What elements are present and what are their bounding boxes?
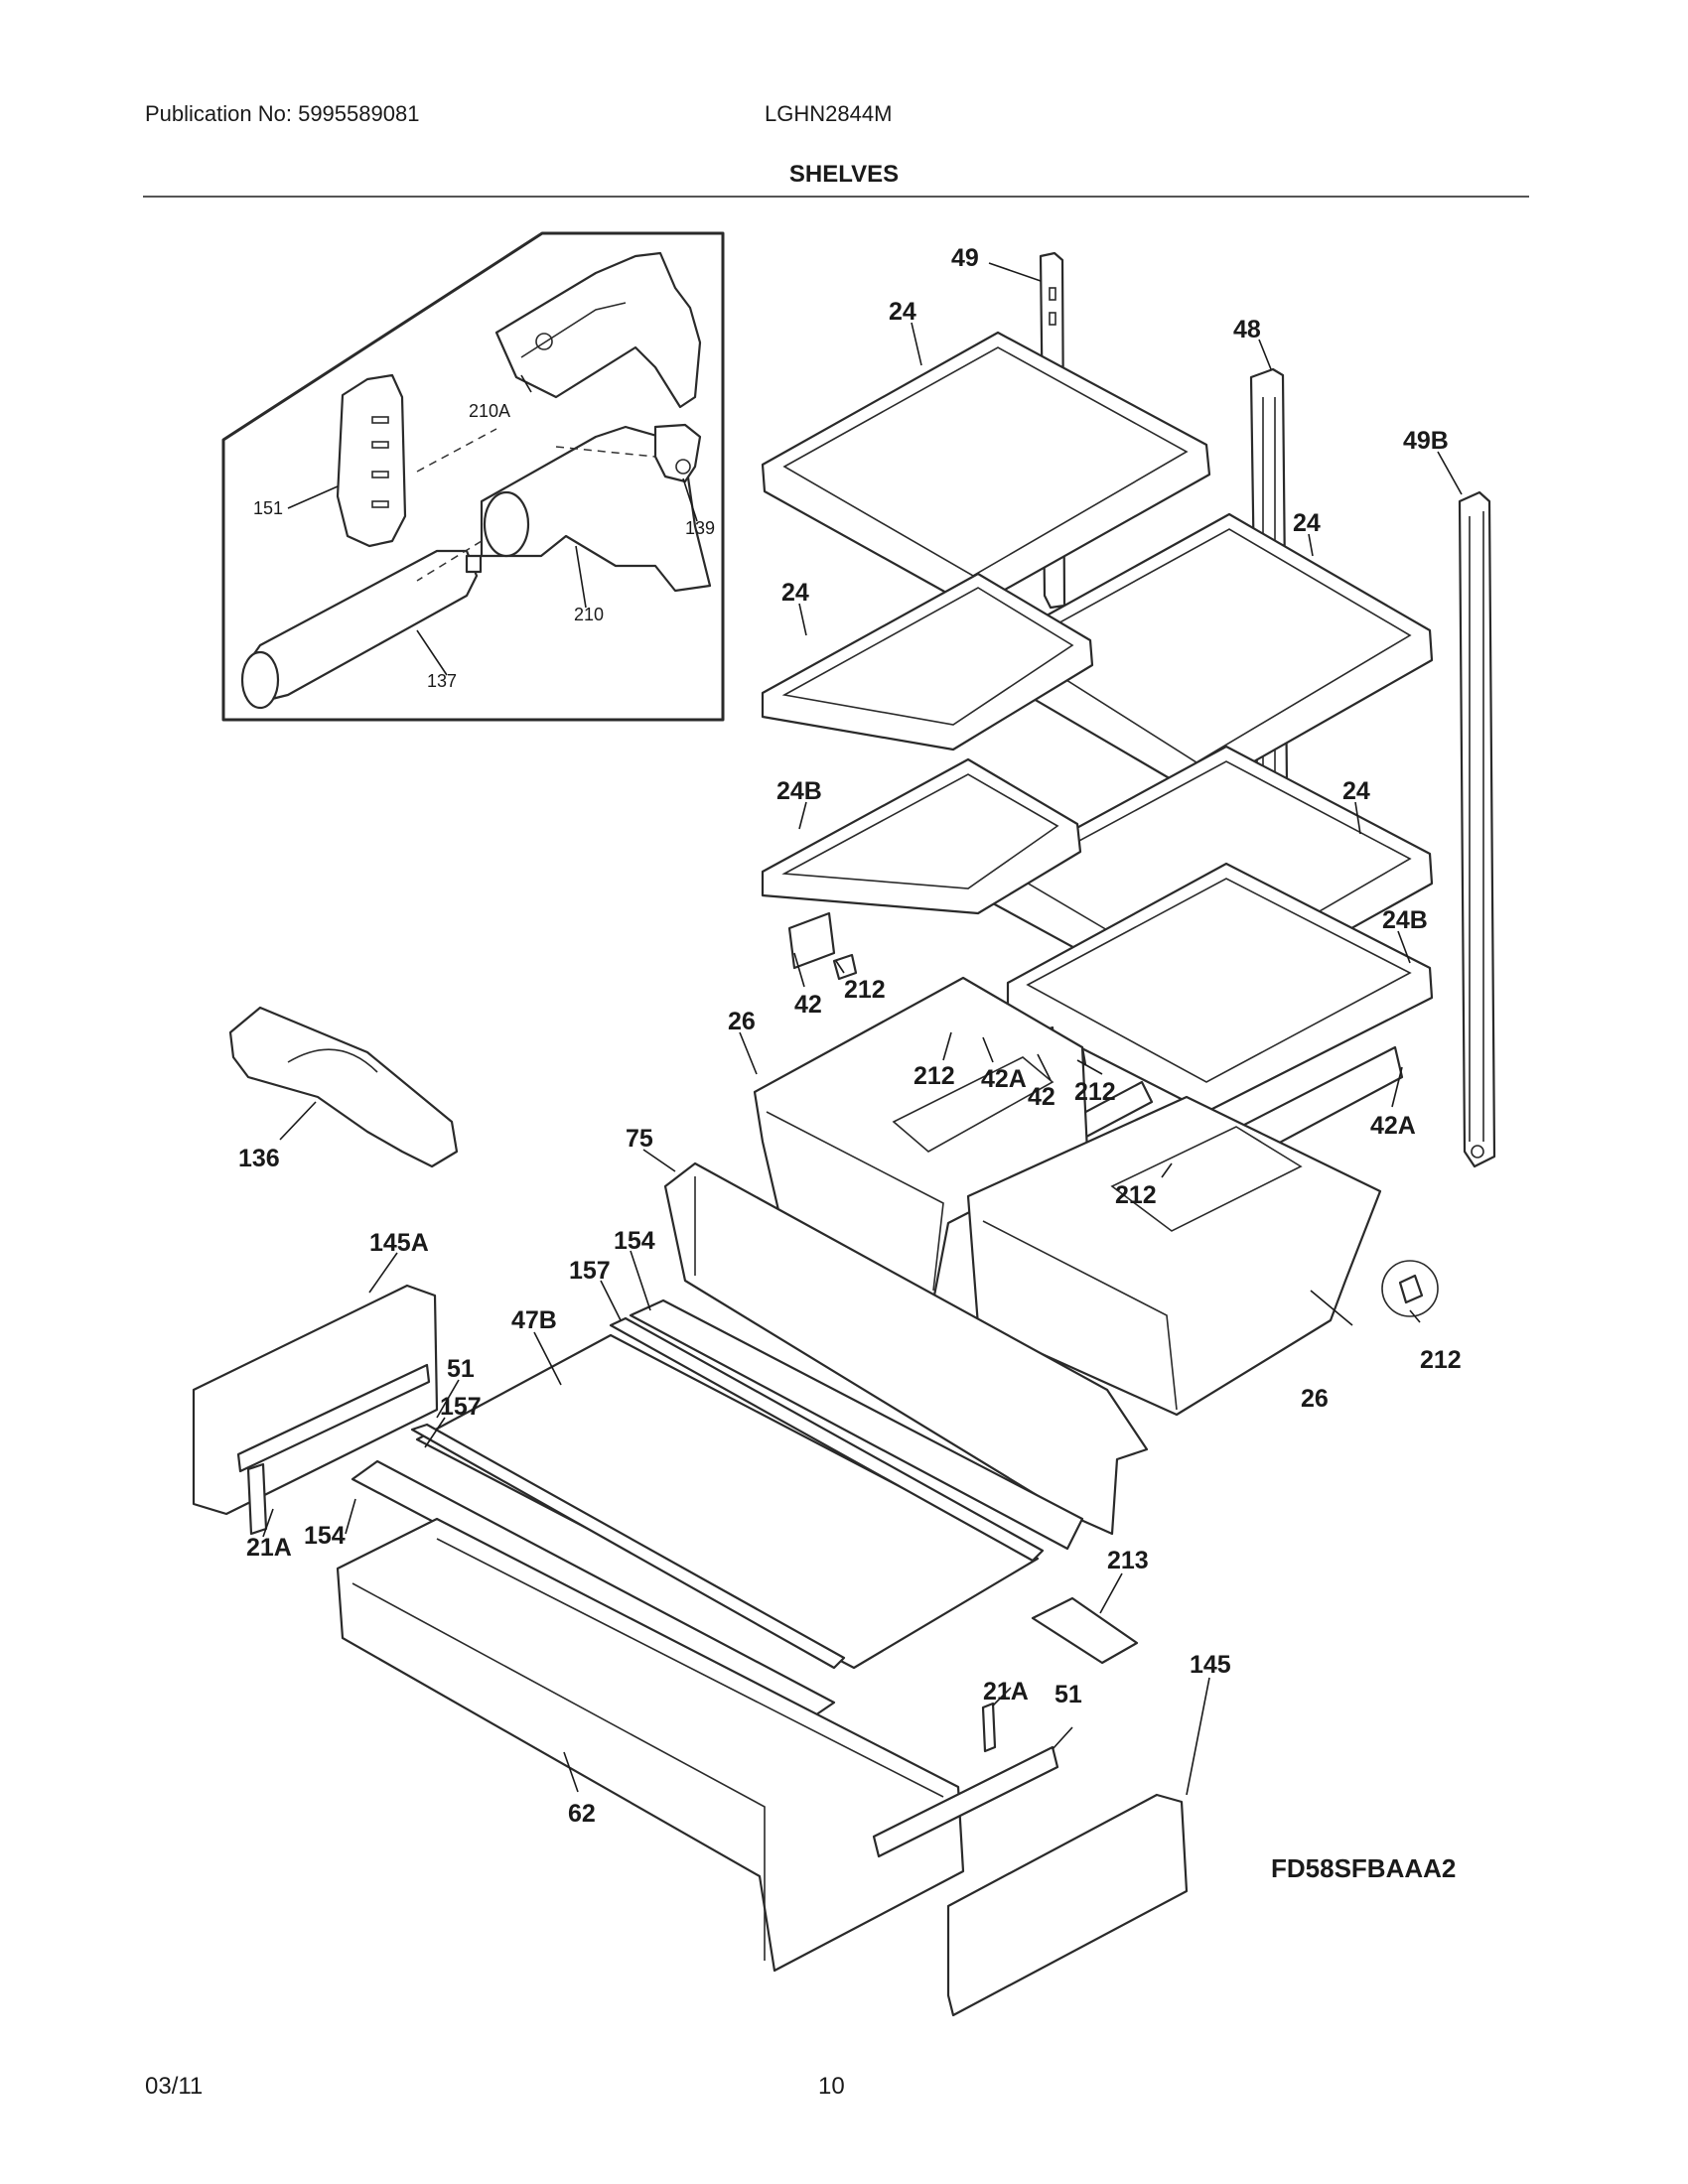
callout-139: 139 [685,518,715,538]
trim-157-left [410,1423,846,1670]
callout-42: 42 [794,991,822,1019]
callout-212: 212 [844,976,886,1004]
panel-145 [946,1793,1189,2017]
callout-154: 154 [614,1227,655,1255]
callout-49: 49 [951,244,979,272]
callout-154: 154 [304,1522,346,1550]
callout-212: 212 [1115,1181,1157,1209]
crisper-26-left [753,976,1089,1302]
leader-lines [262,262,1463,1796]
part-136 [228,1006,459,1168]
callout-21a: 21A [246,1534,292,1562]
callout-137: 137 [427,671,457,691]
callout-212: 212 [1420,1346,1462,1374]
callout-labels: 49 24 48 49B 24 24 24 24B 24B 42 212 26 … [238,244,1462,1828]
bracket-42-left [787,911,836,970]
diagram-code: FD58SFBAAA2 [1271,1853,1457,1883]
filter-housing-body [480,425,712,593]
filter-housing-top [494,251,702,409]
callout-24: 24 [1342,777,1370,805]
footer-date: 03/11 [145,2073,204,2100]
bracket-21a-right [981,1702,997,1753]
callout-24b: 24B [1382,906,1428,934]
filter-cover [336,373,407,548]
crisper-drawers [753,976,1439,1417]
callout-210: 210 [574,605,604,624]
callout-24: 24 [1293,509,1321,537]
callout-24: 24 [889,298,916,326]
page-title: SHELVES [788,161,900,188]
callout-157: 157 [440,1393,482,1421]
callout-210a: 210A [469,401,510,421]
callout-212: 212 [1074,1078,1116,1106]
callout-51: 51 [447,1355,475,1383]
shelf-24b-left [761,757,1082,915]
header-divider [143,196,1529,198]
callout-26: 26 [1301,1385,1329,1413]
callout-212: 212 [914,1062,955,1090]
rail-49b [1458,490,1496,1168]
filter-inset [221,231,725,722]
shelves [761,331,1434,1114]
callout-42a: 42A [1370,1112,1416,1140]
clip-212-a [832,953,858,981]
part-213 [1031,1596,1139,1665]
callout-151: 151 [253,498,283,518]
callout-213: 213 [1107,1547,1149,1574]
callout-49b: 49B [1403,427,1449,455]
callout-62: 62 [568,1800,596,1828]
callout-145a: 145A [369,1229,429,1257]
trim-157-top [609,1316,1045,1563]
trim-154-top [629,1298,1084,1551]
callout-24b: 24B [776,777,822,805]
rail-51-left [236,1363,431,1473]
callout-21a: 21A [983,1678,1029,1706]
callout-145: 145 [1190,1651,1231,1679]
shelf-24-upper-left [761,572,1094,751]
bracket-21a-left [246,1462,268,1536]
part-75-bin [663,1161,1149,1536]
callout-136: 136 [238,1145,280,1172]
callout-47b: 47B [511,1306,557,1334]
callout-24: 24 [781,579,809,607]
callout-42: 42 [1028,1083,1055,1111]
filter-valve [653,423,702,483]
callout-48: 48 [1233,316,1261,343]
callout-26: 26 [728,1008,756,1035]
model-number: LGHN2844M [765,101,893,126]
callout-51: 51 [1055,1681,1082,1708]
rail-51-right [872,1745,1059,1858]
callout-42a: 42A [981,1065,1027,1093]
callout-157: 157 [569,1257,611,1285]
page-number: 10 [818,2073,845,2100]
publication-number: Publication No: 5995589081 [145,101,420,126]
callout-75: 75 [626,1125,653,1153]
